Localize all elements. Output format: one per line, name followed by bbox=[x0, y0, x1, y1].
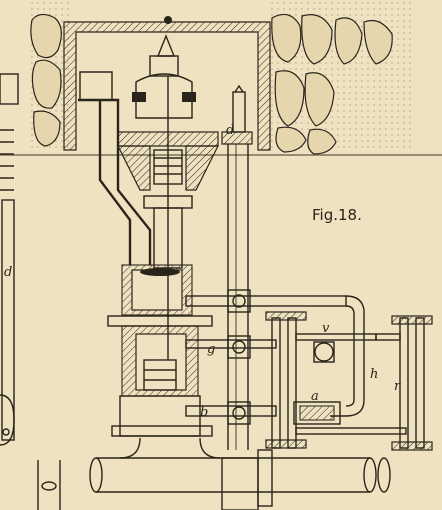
label-h: h bbox=[370, 367, 378, 382]
coupling-g bbox=[227, 289, 251, 425]
label-d-rod: d bbox=[226, 123, 234, 138]
right-frame: v a h r bbox=[265, 311, 433, 451]
arched-housing bbox=[63, 16, 271, 151]
connecting-pipes: g b bbox=[185, 289, 365, 425]
valve-assembly bbox=[117, 34, 219, 360]
label-d-left: d bbox=[4, 265, 12, 280]
pump-body bbox=[78, 71, 213, 437]
label-a: a bbox=[311, 389, 319, 404]
label-g: g bbox=[207, 342, 215, 357]
main-horizontal-pipe bbox=[37, 437, 391, 510]
stone-foundation bbox=[0, 0, 442, 156]
label-v: v bbox=[322, 321, 330, 336]
figure-caption: Fig.18. bbox=[312, 206, 362, 224]
rod-d: d bbox=[221, 84, 253, 450]
left-machine-fragment: d bbox=[0, 73, 19, 446]
label-b: b bbox=[200, 405, 208, 420]
label-r: r bbox=[394, 379, 401, 394]
